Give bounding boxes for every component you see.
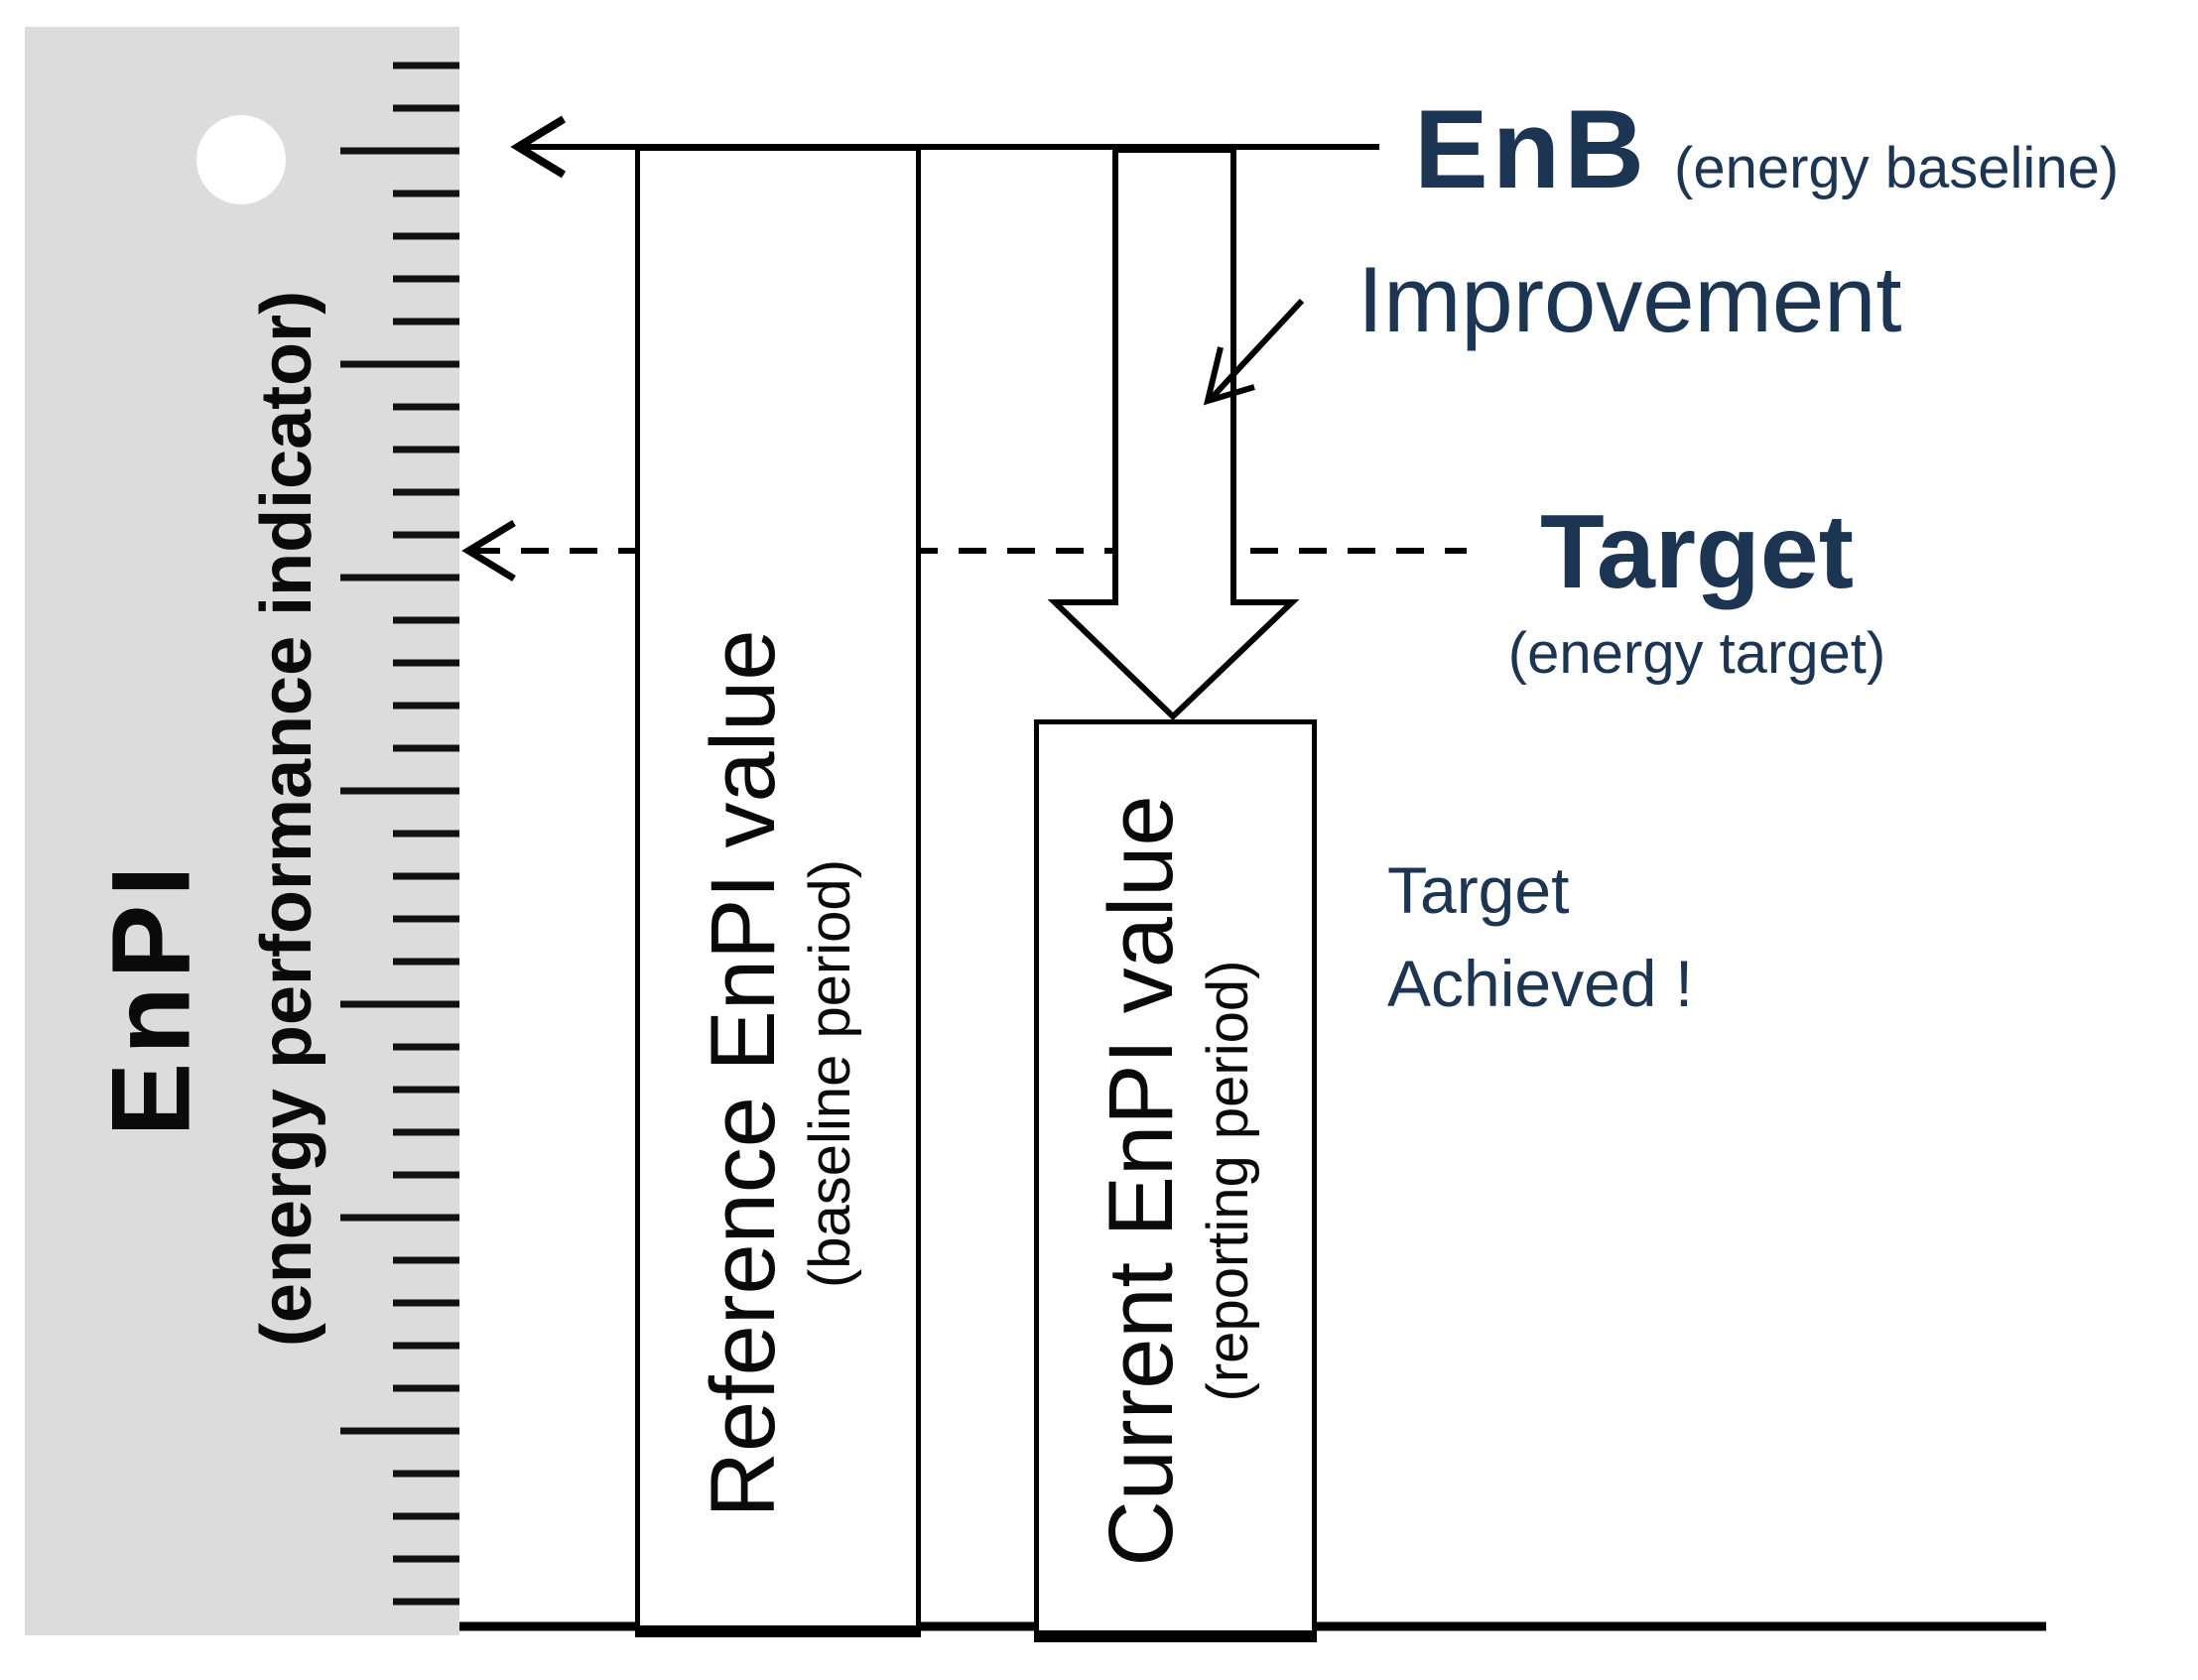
enb-subtitle: (energy baseline) — [1674, 136, 2120, 200]
current-enpi-label: Current EnPI value — [1090, 795, 1192, 1567]
enb-title: EnB — [1414, 87, 1648, 211]
current-enpi-bar-label: Current EnPI value (reporting period) — [1089, 795, 1263, 1566]
target-dashed-line — [461, 520, 1467, 582]
improvement-label: Improvement — [1358, 247, 1902, 351]
target-arrowhead-icon — [461, 520, 516, 582]
target-achieved-line1: Target — [1387, 853, 1570, 927]
target-title: Target — [1539, 493, 1855, 610]
reference-enpi-sublabel: (baseline period) — [798, 858, 862, 1289]
target-label: Target (energy target) — [1479, 492, 1915, 687]
down-block-arrow-icon — [1047, 147, 1300, 721]
target-achieved-line2: Achieved ! — [1387, 947, 1694, 1020]
current-enpi-bar: Current EnPI value (reporting period) — [1034, 719, 1317, 1642]
current-enpi-sublabel: (reporting period) — [1195, 960, 1260, 1402]
reference-enpi-bar-label: Reference EnPI value (baseline period) — [691, 630, 865, 1518]
improvement-arrow-icon — [1203, 298, 1305, 406]
target-achieved-label: Target Achieved ! — [1387, 843, 1693, 1030]
target-subtitle: (energy target) — [1507, 621, 1886, 686]
enb-label: EnB (energy baseline) — [1414, 85, 2119, 213]
ruler-ticks — [340, 62, 459, 1606]
reference-enpi-label: Reference EnPI value — [693, 629, 794, 1518]
ruler — [25, 27, 459, 1635]
ruler-hole — [196, 115, 286, 204]
reference-enpi-bar: Reference EnPI value (baseline period) — [635, 146, 921, 1637]
enb-arrowhead-icon — [510, 115, 567, 179]
